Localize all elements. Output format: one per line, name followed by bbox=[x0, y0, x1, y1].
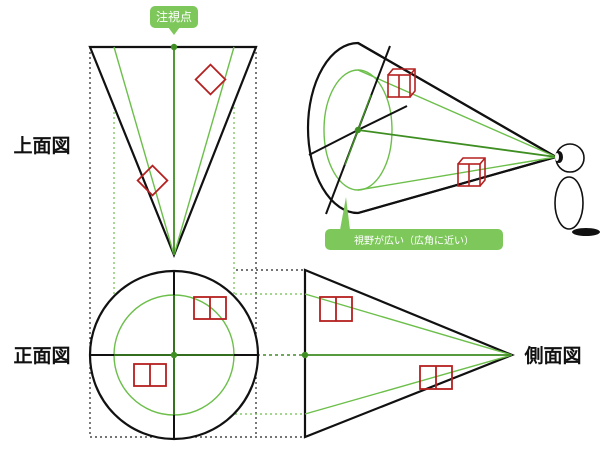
front-view-box-far bbox=[193, 296, 227, 320]
side-view-label: 側面図 bbox=[523, 345, 581, 367]
side-view bbox=[301, 268, 515, 439]
perspective-top-edge bbox=[357, 42, 557, 158]
top-view-frustum bbox=[88, 45, 258, 258]
perspective-cube-far bbox=[387, 68, 416, 98]
perspective-center-dot bbox=[354, 126, 362, 134]
focus-point-callout: 注視点 bbox=[150, 6, 198, 35]
side-view-box-near bbox=[419, 365, 453, 390]
wide-view-callout: 視野が広い（広角に近い） bbox=[325, 197, 503, 250]
perspective-cube-near bbox=[457, 157, 486, 187]
focus-point-dot bbox=[170, 43, 178, 51]
side-view-center-dot bbox=[301, 351, 309, 359]
perspective-bottom-edge bbox=[357, 155, 557, 215]
top-view-box-far bbox=[194, 63, 227, 96]
top-view-guide-left bbox=[113, 46, 175, 256]
perspective-sight-axis bbox=[357, 129, 557, 158]
top-view-label: 上面図 bbox=[13, 135, 70, 157]
eye-icon bbox=[555, 151, 563, 163]
focus-point-label: 注視点 bbox=[156, 9, 192, 24]
perspective-guide-top bbox=[357, 69, 557, 158]
side-view-guide-top bbox=[304, 293, 513, 356]
perspective-view bbox=[306, 41, 559, 215]
front-view-center-dot bbox=[170, 351, 178, 359]
side-view-box-far bbox=[319, 296, 353, 322]
front-view-box-near bbox=[133, 363, 167, 387]
side-view-guide-bottom bbox=[304, 354, 513, 415]
top-view-box-near bbox=[136, 164, 169, 197]
front-view-label: 正面図 bbox=[13, 345, 70, 367]
wide-view-note: 視野が広い（広角に近い） bbox=[354, 234, 474, 247]
perspective-guide-bottom bbox=[357, 156, 557, 191]
viewer-figure-icon bbox=[554, 143, 600, 236]
perspective-cone-outline bbox=[306, 41, 559, 215]
front-view bbox=[88, 269, 260, 441]
side-view-frustum bbox=[303, 268, 515, 439]
top-view bbox=[88, 43, 258, 258]
